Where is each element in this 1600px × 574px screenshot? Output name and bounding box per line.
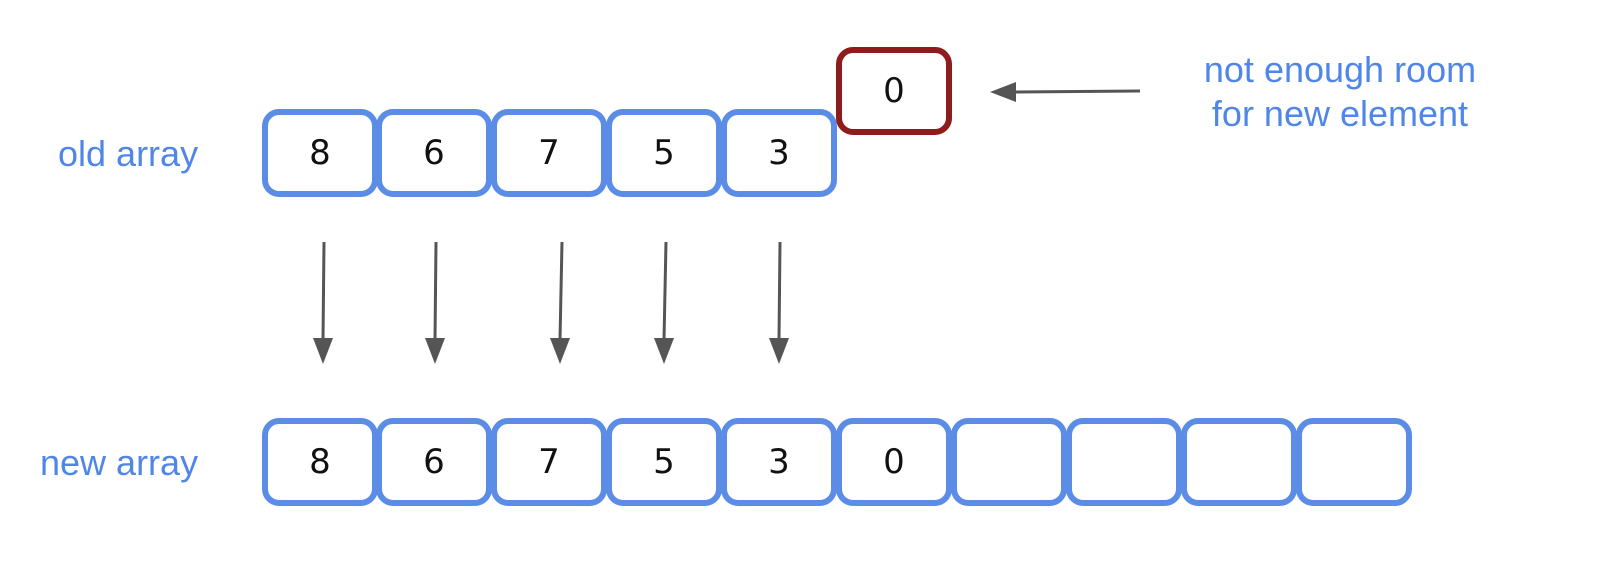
copy-arrow [654, 241, 674, 364]
capacity-note-line-1: not enough room [1203, 49, 1477, 90]
old-array-cell: 6 [376, 109, 492, 197]
copy-arrow [769, 241, 789, 364]
new-array-cell: 8 [262, 418, 378, 506]
old-array-label: old array [58, 133, 199, 174]
old-array-cell: 3 [721, 109, 837, 197]
new-array-label: new array [40, 442, 199, 483]
old-array-cell: 5 [606, 109, 722, 197]
copy-arrow [313, 241, 333, 364]
new-array-cell [1181, 418, 1297, 506]
old-array-cell: 8 [262, 109, 378, 197]
new-array-cell: 7 [491, 418, 607, 506]
new-array-cell [951, 418, 1067, 506]
new-array-cell: 0 [836, 418, 952, 506]
new-element-cell: 0 [836, 47, 952, 135]
capacity-note-line-2: for new element [1211, 93, 1469, 134]
copy-arrow [550, 241, 570, 364]
old-array-cell: 7 [491, 109, 607, 197]
copy-arrow [425, 241, 445, 364]
new-array-cell: 5 [606, 418, 722, 506]
new-array-cell [1296, 418, 1412, 506]
capacity-note: not enough room for new element [1190, 48, 1490, 136]
note-pointer-arrow [990, 82, 1141, 102]
new-array-cell: 3 [721, 418, 837, 506]
new-array-cell: 6 [376, 418, 492, 506]
new-array-cell [1066, 418, 1182, 506]
